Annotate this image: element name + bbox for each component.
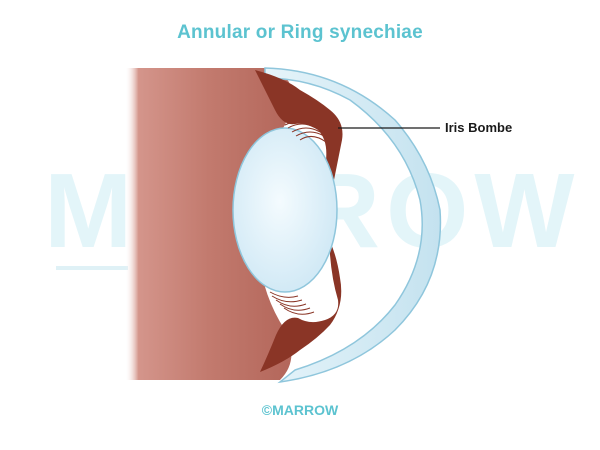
iris-upper [255, 70, 343, 202]
cornea [264, 67, 442, 384]
sclera-wall [125, 68, 293, 380]
zonules-lower [269, 291, 315, 315]
diagram-title: Annular or Ring synechiae [177, 22, 423, 43]
label-iris-bombe: Iris Bombe [445, 120, 513, 135]
lens [232, 127, 338, 293]
watermark-underline [56, 266, 128, 270]
zonules-upper [284, 120, 327, 143]
iris-lower [260, 232, 342, 372]
footer-copyright: ©MARROW [261, 402, 339, 418]
